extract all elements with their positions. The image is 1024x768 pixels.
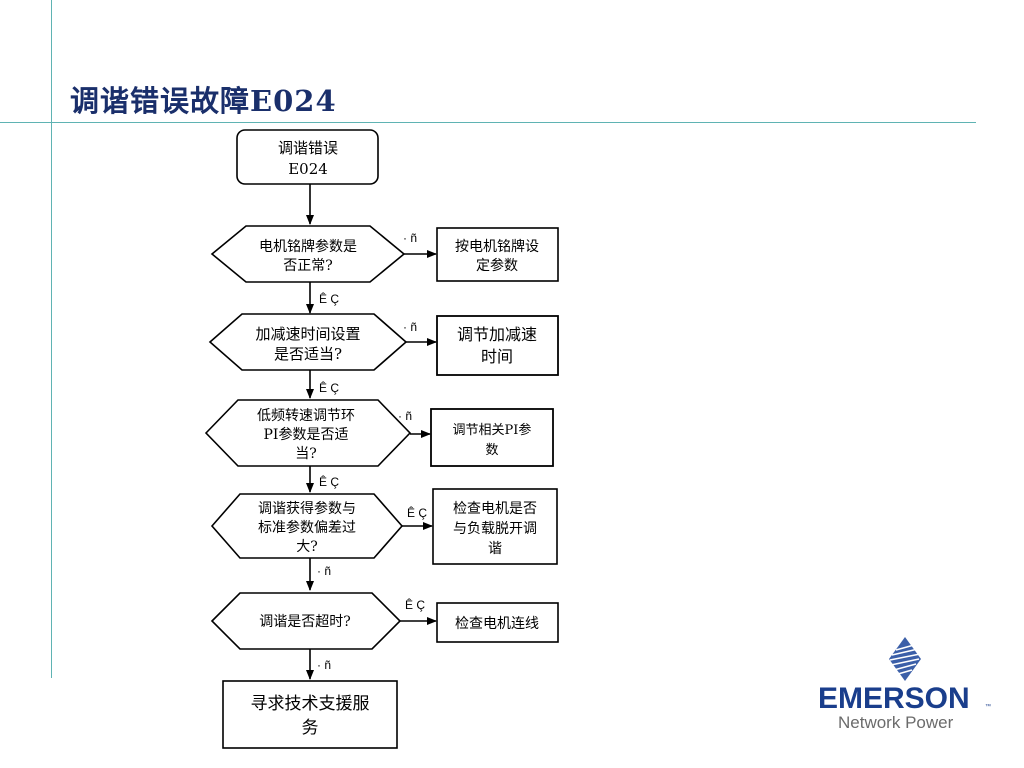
start-line-2: E024 xyxy=(288,160,328,178)
action-3: 调节相关PI参 数 xyxy=(430,408,554,467)
decision-4: 调谐获得参数与 标准参数偏差过 大? xyxy=(210,493,404,559)
decision-3-down-label: Ê Ç xyxy=(319,474,339,489)
action-2-line-2: 时间 xyxy=(481,347,513,366)
decision-2-side-label: · ñ xyxy=(403,320,417,334)
decision-4-line-2: 标准参数偏差过 xyxy=(258,519,356,536)
title-underline xyxy=(0,122,976,123)
emerson-logo-text: EMERSON xyxy=(818,682,970,715)
end-node: 寻求技术支援服 务 xyxy=(222,680,398,749)
action-3-line-1: 调节相关PI参 xyxy=(453,422,532,438)
action-4: 检查电机是否 与负载脱开调 谐 xyxy=(432,488,558,565)
decision-3-line-3: 当? xyxy=(295,446,317,462)
decision-3-side-label: · ñ xyxy=(398,409,412,423)
action-1-line-2: 定参数 xyxy=(476,257,518,274)
decision-1-side-label: · ñ xyxy=(403,231,417,245)
left-accent-line xyxy=(51,0,52,678)
action-2: 调节加减速 时间 xyxy=(436,315,559,376)
emerson-diamond-icon xyxy=(889,637,921,681)
page-title: 调谐错误故障E024 xyxy=(70,84,337,118)
decision-5: 调谐是否超时? xyxy=(210,592,402,650)
decision-4-side-label: Ê Ç xyxy=(407,505,427,520)
decision-2-line-1: 加减速时间设置 xyxy=(255,325,360,343)
decision-5-line-1: 调谐是否超时? xyxy=(259,614,351,630)
decision-3-line-1: 低频转速调节环 xyxy=(257,408,355,424)
action-1: 按电机铭牌设 定参数 xyxy=(436,227,559,282)
decision-1-line-2: 否正常? xyxy=(283,258,333,274)
decision-2: 加减速时间设置 是否适当? xyxy=(208,313,408,371)
end-line-2: 务 xyxy=(302,718,319,738)
emerson-logo-subtitle: Network Power xyxy=(838,713,954,732)
decision-2-line-2: 是否适当? xyxy=(274,345,342,363)
decision-2-down-label: Ê Ç xyxy=(319,380,339,395)
action-4-line-3: 谐 xyxy=(488,541,502,557)
decision-5-side-label: Ê Ç xyxy=(405,597,425,612)
trademark-mark: ™ xyxy=(985,704,991,710)
decision-4-line-3: 大? xyxy=(296,539,318,555)
action-1-line-1: 按电机铭牌设 xyxy=(455,238,539,255)
action-5: 检查电机连线 xyxy=(436,602,559,643)
end-line-1: 寻求技术支援服 xyxy=(251,694,370,714)
decision-4-line-1: 调谐获得参数与 xyxy=(258,500,356,517)
decision-3-line-2: PI参数是否适 xyxy=(264,426,349,443)
decision-4-down-label: · ñ xyxy=(317,564,331,578)
decision-3: 低频转速调节环 PI参数是否适 当? xyxy=(204,399,412,467)
action-2-line-1: 调节加减速 xyxy=(457,325,537,344)
action-4-line-2: 与负载脱开调 xyxy=(453,521,537,537)
action-5-line-1: 检查电机连线 xyxy=(455,616,539,632)
action-3-line-2: 数 xyxy=(485,443,498,458)
start-node: 调谐错误 E024 xyxy=(236,129,379,185)
action-4-line-1: 检查电机是否 xyxy=(453,501,537,517)
decision-5-down-label: · ñ xyxy=(317,658,331,672)
decision-1: 电机铭牌参数是 否正常? xyxy=(210,225,406,283)
decision-1-line-1: 电机铭牌参数是 xyxy=(259,238,357,255)
start-line-1: 调谐错误 xyxy=(278,139,338,157)
decision-1-down-label: Ê Ç xyxy=(319,291,339,306)
